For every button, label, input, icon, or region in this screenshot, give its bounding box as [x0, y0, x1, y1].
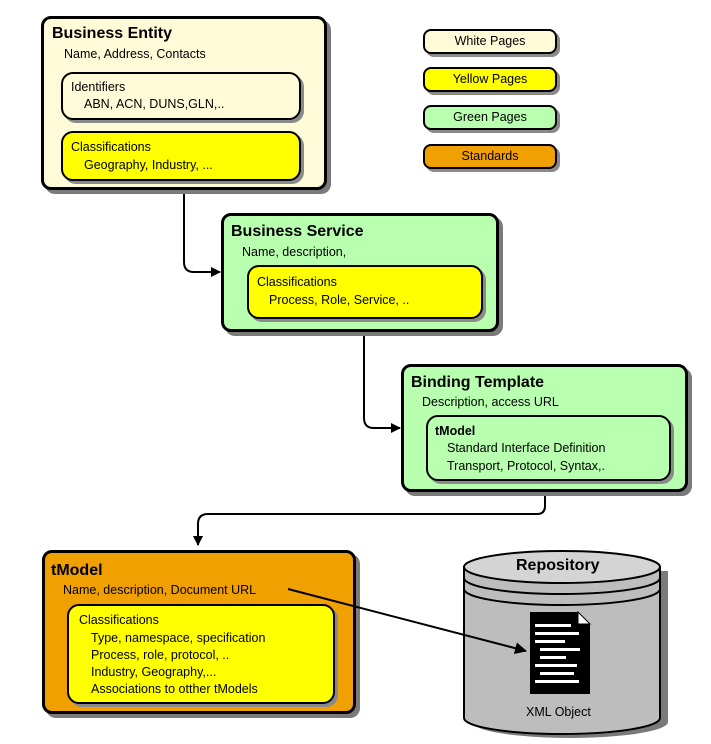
tmodel-classifications-box: Classifications Type, namespace, specifi… [67, 604, 335, 704]
business-entity-box: Business Entity Name, Address, Contacts … [41, 16, 327, 190]
legend-yellow-pages-label: Yellow Pages [452, 72, 528, 86]
identifiers-box: Identifiers ABN, ACN, DUNS,GLN,.. [61, 72, 301, 120]
business-entity-subtitle: Name, Address, Contacts [64, 47, 206, 61]
tmodel-classification-line: Associations to otther tModels [91, 682, 258, 696]
service-classifications-box: Classifications Process, Role, Service, … [247, 265, 483, 319]
binding-tmodel-line2: Transport, Protocol, Syntax,. [447, 459, 605, 473]
tmodel-classification-line: Process, role, protocol, .. [91, 648, 230, 662]
legend-white-pages: White Pages [423, 29, 557, 54]
repository-title: Repository [516, 557, 600, 574]
tmodel-classifications-heading: Classifications [79, 613, 159, 627]
business-service-subtitle: Name, description, [242, 245, 347, 259]
business-entity-title: Business Entity [52, 25, 173, 42]
legend-white-pages-label: White Pages [454, 34, 526, 48]
tmodel-box: tModel Name, description, Document URL C… [42, 550, 356, 714]
binding-template-subtitle: Description, access URL [422, 395, 559, 409]
arrow-entity-to-service [183, 190, 221, 277]
tmodel-classifications-list: Type, namespace, specification Process, … [91, 630, 265, 698]
identifiers-items: ABN, ACN, DUNS,GLN,.. [84, 97, 225, 111]
legend-green-pages: Green Pages [423, 105, 557, 130]
business-service-title: Business Service [231, 223, 364, 240]
business-service-box: Business Service Name, description, Clas… [221, 213, 499, 332]
identifiers-heading: Identifiers [71, 80, 126, 94]
xml-object-label: XML Object [526, 705, 591, 719]
binding-template-box: Binding Template Description, access URL… [401, 364, 688, 492]
binding-template-title: Binding Template [411, 374, 545, 391]
service-classifications-items: Process, Role, Service, .. [269, 293, 410, 307]
arrow-service-to-binding [363, 332, 401, 433]
tmodel-classification-line: Type, namespace, specification [91, 631, 266, 645]
tmodel-subtitle: Name, description, Document URL [63, 583, 257, 597]
binding-tmodel-line1: Standard Interface Definition [447, 441, 606, 455]
arrow-binding-to-tmodel [193, 480, 546, 546]
entity-classifications-box: Classifications Geography, Industry, ... [61, 131, 301, 181]
binding-tmodel-box: tModel Standard Interface Definition Tra… [426, 415, 671, 481]
legend-green-pages-label: Green Pages [453, 110, 527, 124]
tmodel-title: tModel [51, 562, 103, 579]
legend-standards: Standards [423, 144, 557, 169]
entity-classifications-heading: Classifications [71, 140, 151, 154]
binding-tmodel-heading: tModel [435, 424, 476, 438]
legend-yellow-pages: Yellow Pages [423, 67, 557, 92]
legend-standards-label: Standards [461, 149, 519, 163]
entity-classifications-items: Geography, Industry, ... [84, 158, 213, 172]
tmodel-classification-line: Industry, Geography,... [91, 665, 217, 679]
service-classifications-heading: Classifications [257, 275, 337, 289]
